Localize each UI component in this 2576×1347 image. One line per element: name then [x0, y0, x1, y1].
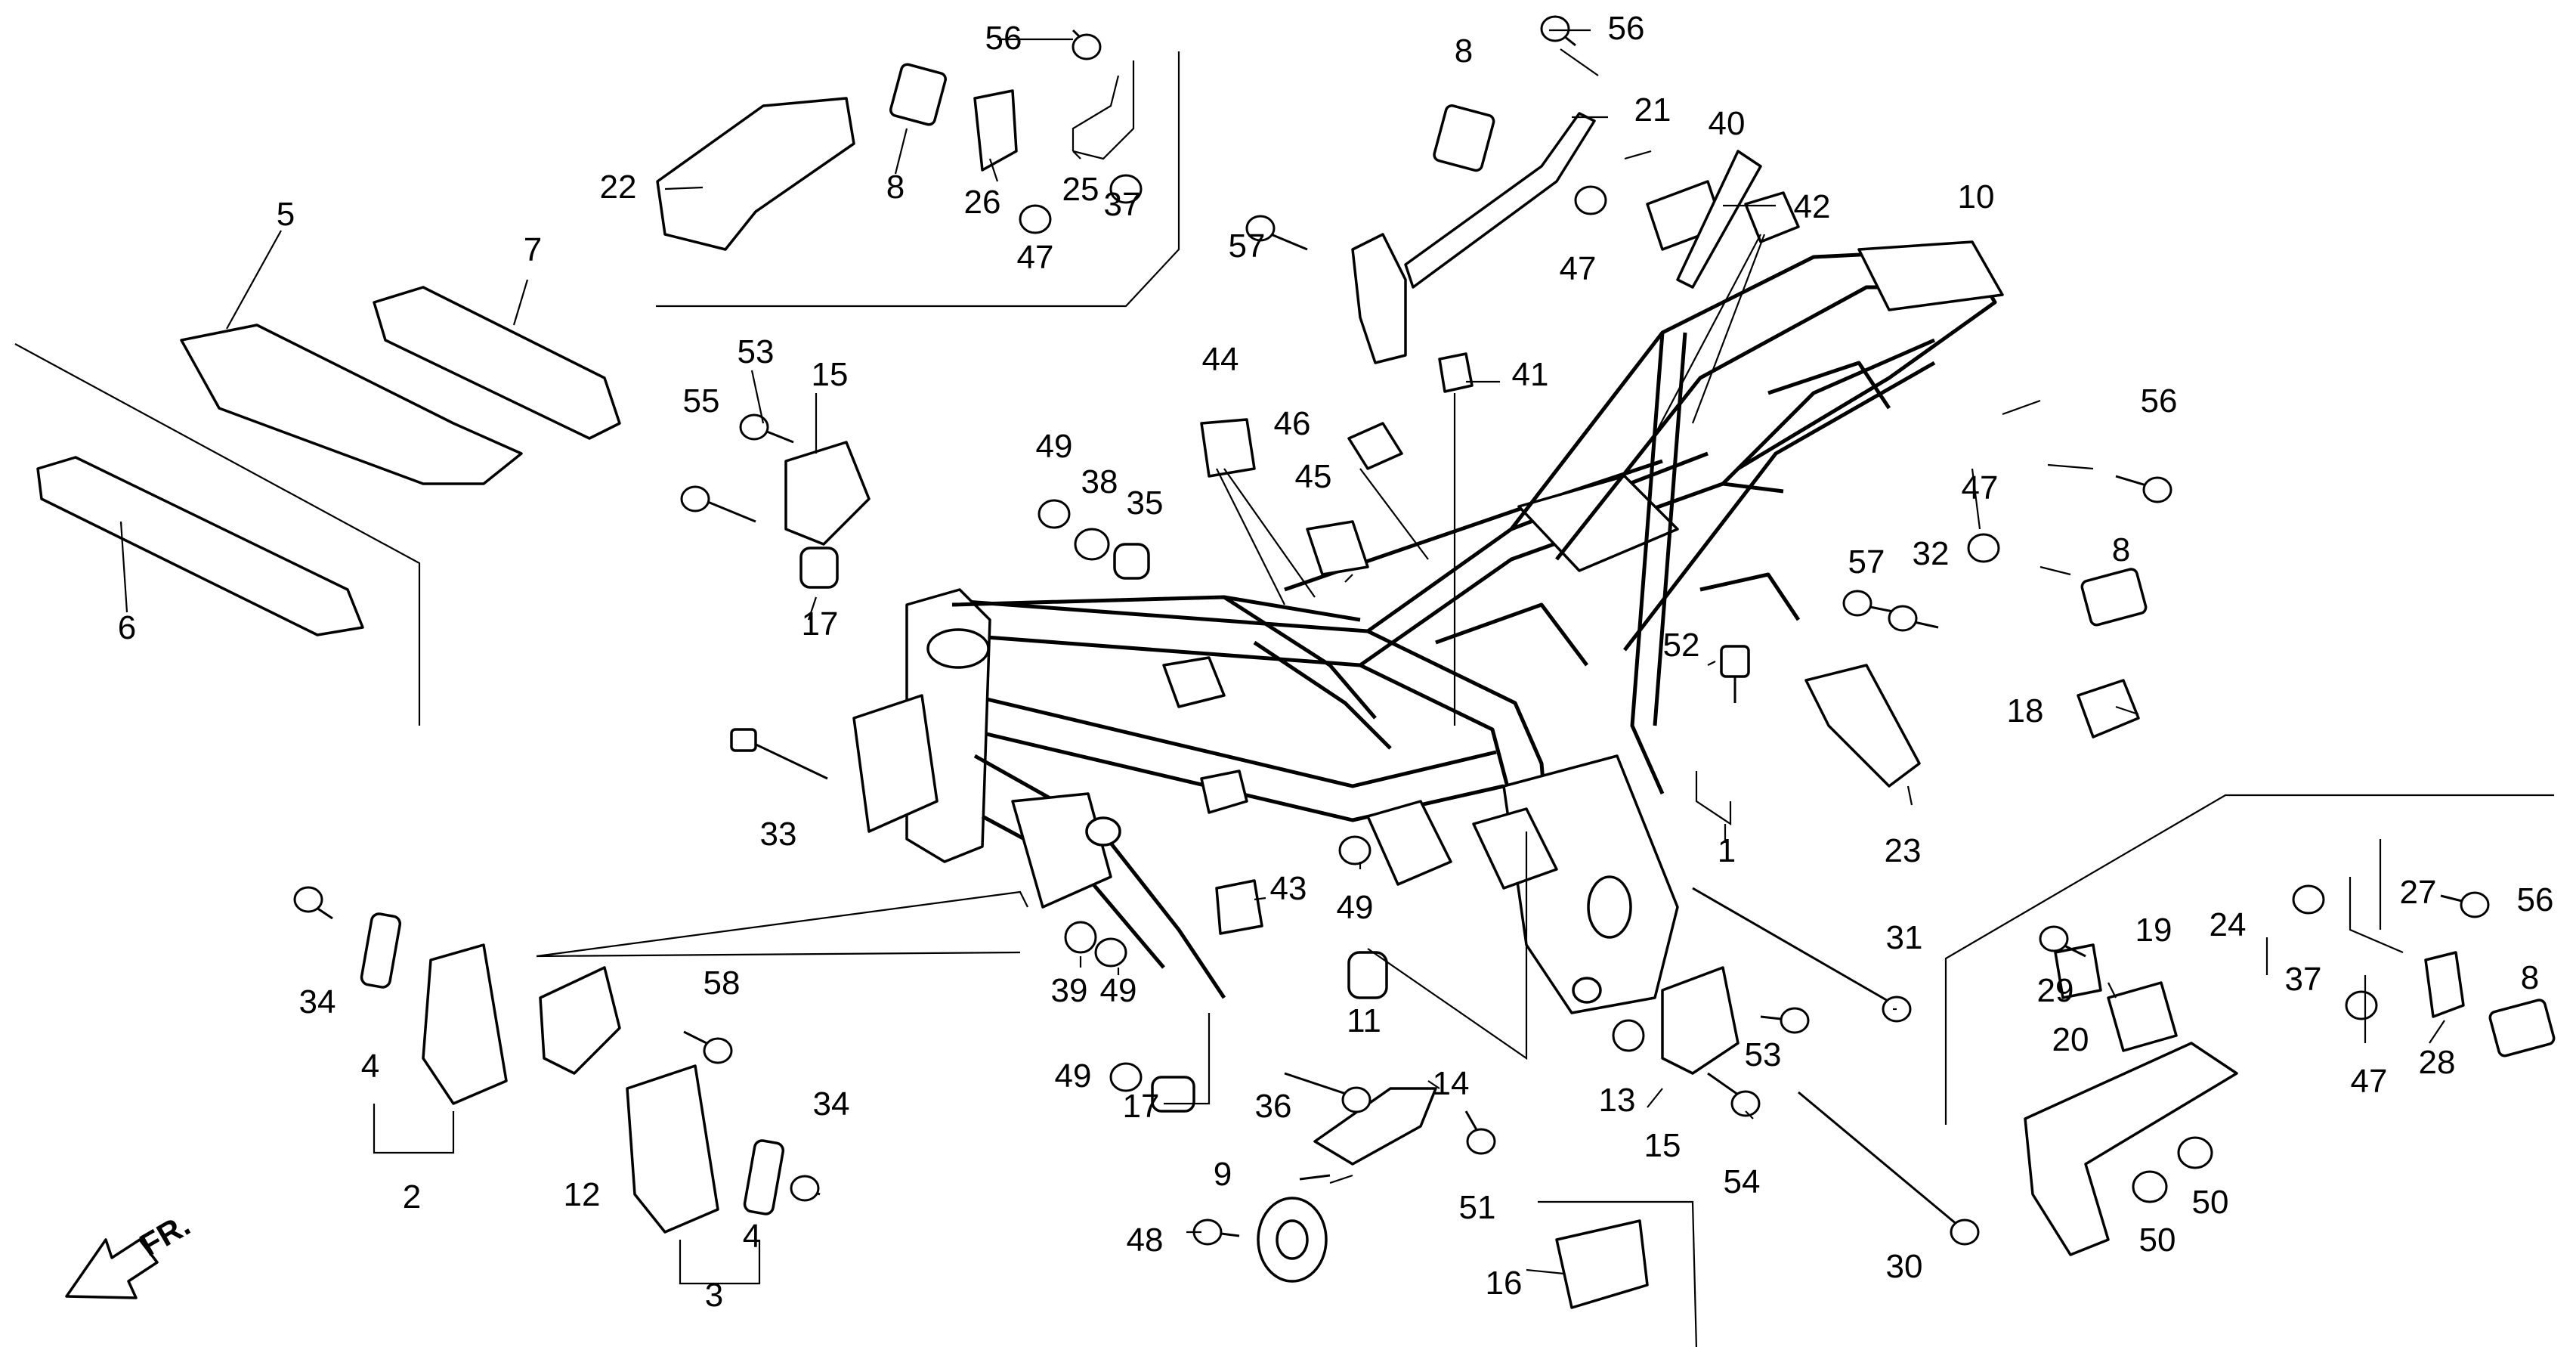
- callout-22: 22: [600, 169, 637, 206]
- callout-11: 11: [1347, 1002, 1381, 1039]
- section-dividers: [14, 51, 2554, 1347]
- callout-51: 51: [1459, 1189, 1496, 1226]
- callout-56c: 56: [2141, 382, 2178, 420]
- callout-55: 55: [683, 382, 720, 420]
- callout-49a: 49: [1036, 428, 1073, 465]
- callout-49b: 49: [1337, 889, 1374, 926]
- callout-34b: 34: [813, 1085, 850, 1122]
- callout-31: 31: [1886, 919, 1923, 956]
- callout-57b: 57: [1848, 543, 1885, 581]
- callout-42: 42: [1794, 188, 1831, 225]
- front-arrow-icon: [65, 1238, 159, 1299]
- callout-2: 2: [403, 1178, 421, 1215]
- callout-47d: 47: [2351, 1063, 2388, 1100]
- callout-labels: 1234456788889101112131415151617171819202…: [118, 10, 2554, 1314]
- front-direction-indicator: FR.: [65, 1206, 196, 1299]
- callout-13: 13: [1599, 1082, 1636, 1119]
- callout-35: 35: [1127, 485, 1164, 522]
- callout-1: 1: [1718, 832, 1736, 869]
- callout-25: 25: [1062, 171, 1099, 208]
- callout-19: 19: [2135, 912, 2172, 949]
- callout-14: 14: [1433, 1065, 1470, 1102]
- callout-56d: 56: [2517, 881, 2554, 918]
- callout-58: 58: [704, 965, 741, 1002]
- callout-7: 7: [524, 231, 542, 268]
- bolts: [293, 15, 2490, 1246]
- callout-45: 45: [1295, 458, 1332, 495]
- callout-28: 28: [2419, 1044, 2456, 1081]
- callout-34a: 34: [299, 983, 336, 1020]
- callout-20: 20: [2052, 1021, 2089, 1058]
- callout-5: 5: [277, 196, 295, 233]
- callout-48: 48: [1127, 1222, 1164, 1259]
- main-frame: [852, 240, 2004, 1014]
- callout-24: 24: [2210, 906, 2247, 943]
- callout-39: 39: [1051, 972, 1088, 1009]
- callout-41: 41: [1512, 356, 1549, 393]
- callout-43: 43: [1270, 870, 1307, 907]
- callout-36: 36: [1255, 1088, 1292, 1125]
- callout-56a: 56: [985, 20, 1022, 57]
- callout-50b: 50: [2192, 1184, 2229, 1221]
- callout-26: 26: [964, 184, 1001, 221]
- callout-23: 23: [1885, 832, 1922, 869]
- callout-27: 27: [2400, 874, 2437, 911]
- callout-18: 18: [2007, 692, 2044, 729]
- callout-8b: 8: [1455, 33, 1473, 70]
- callout-44: 44: [1202, 341, 1239, 378]
- callout-53a: 53: [738, 333, 775, 370]
- callout-49d: 49: [1055, 1057, 1092, 1095]
- callout-33: 33: [760, 816, 797, 853]
- callout-37b: 37: [2285, 961, 2322, 998]
- callout-8d: 8: [2521, 959, 2539, 996]
- callout-8c: 8: [2112, 531, 2130, 568]
- callout-15a: 15: [812, 356, 849, 393]
- part-sketches: [36, 60, 2556, 1309]
- callout-49c: 49: [1100, 972, 1137, 1009]
- callout-4a: 4: [361, 1048, 379, 1085]
- callout-50a: 50: [2139, 1222, 2176, 1259]
- callout-17a: 17: [802, 605, 839, 643]
- callout-15b: 15: [1644, 1127, 1681, 1164]
- callout-10: 10: [1958, 178, 1995, 215]
- callout-30: 30: [1886, 1248, 1923, 1285]
- callout-47c: 47: [1962, 469, 1999, 506]
- callout-8a: 8: [886, 169, 905, 206]
- callout-12: 12: [564, 1176, 601, 1213]
- callout-3: 3: [705, 1277, 723, 1314]
- callout-40: 40: [1709, 105, 1746, 142]
- callout-9: 9: [1214, 1156, 1232, 1193]
- callout-21: 21: [1634, 91, 1671, 129]
- callout-6: 6: [118, 609, 136, 646]
- callout-16: 16: [1486, 1265, 1523, 1302]
- callout-47b: 47: [1560, 250, 1597, 287]
- callout-38: 38: [1081, 463, 1118, 500]
- callout-52: 52: [1663, 627, 1700, 664]
- callout-57a: 57: [1229, 228, 1266, 265]
- callout-37a: 37: [1104, 186, 1141, 223]
- callout-47a: 47: [1017, 239, 1054, 276]
- leader-lines: [119, 29, 2445, 1285]
- callout-46: 46: [1274, 405, 1311, 442]
- callout-56b: 56: [1608, 10, 1645, 47]
- callout-4b: 4: [743, 1218, 761, 1255]
- callout-32: 32: [1913, 535, 1950, 572]
- callout-54: 54: [1724, 1163, 1761, 1200]
- callout-53b: 53: [1745, 1036, 1782, 1073]
- callout-29: 29: [2037, 972, 2074, 1009]
- callout-17b: 17: [1123, 1088, 1160, 1125]
